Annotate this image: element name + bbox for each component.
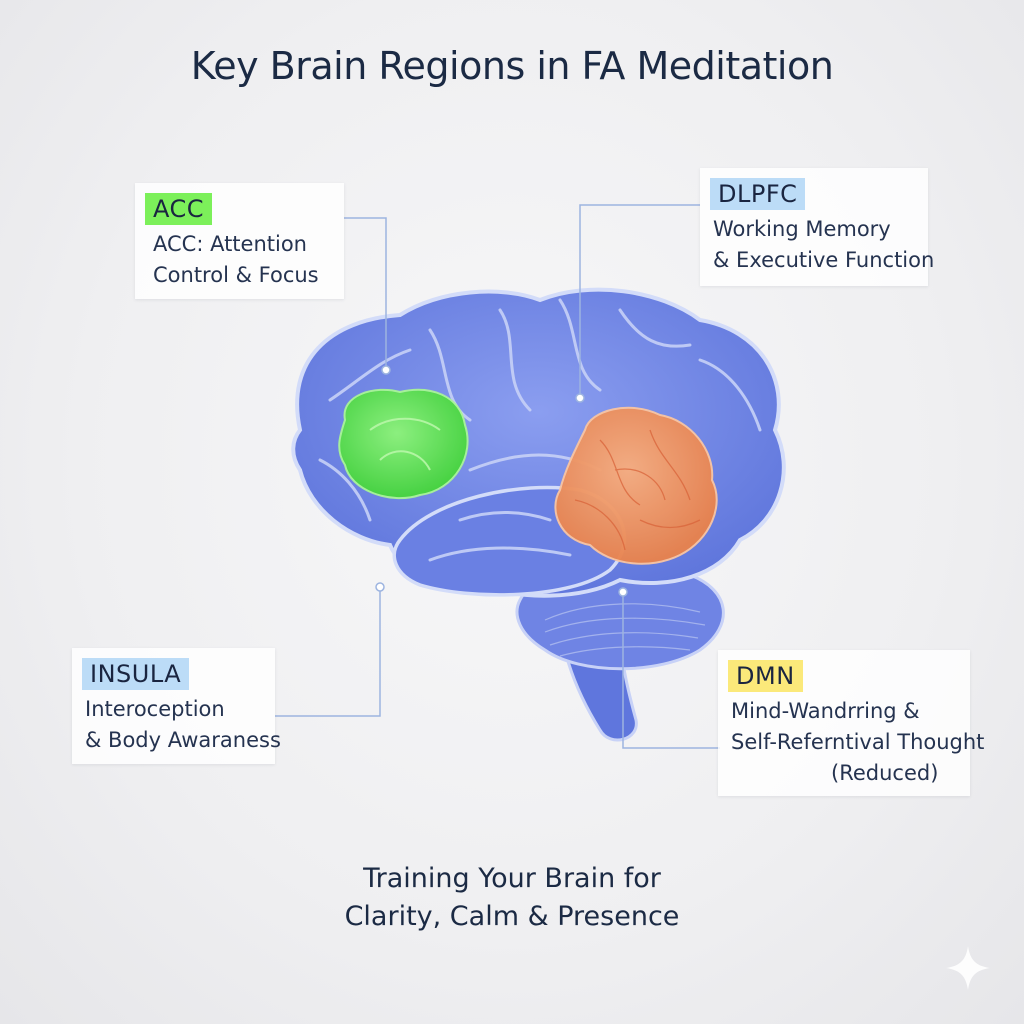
dlpfc-callout: DLPFC Working Memory & Executive Functio…	[700, 168, 935, 286]
insula-callout: INSULA Interoception & Body Awaraness	[72, 648, 281, 764]
dlpfc-region	[554, 406, 718, 565]
insula-description: Interoception & Body Awaraness	[85, 697, 281, 752]
acc-description: ACC: Attention Control & Focus	[153, 232, 319, 287]
dlpfc-tag: DLPFC	[710, 178, 806, 210]
sparkle-icon	[946, 946, 990, 990]
insula-tag: INSULA	[82, 658, 190, 690]
acc-callout: ACC ACC: Attention Control & Focus	[135, 183, 344, 299]
dlpfc-description: Working Memory & Executive Function	[713, 217, 935, 272]
dmn-description: Mind-Wandrring & Self-Referntival Though…	[731, 699, 985, 785]
dmn-tag: DMN	[728, 660, 803, 692]
footer-line-2: Clarity, Calm & Presence	[344, 901, 680, 932]
footer-tagline: Training Your Brain for Clarity, Calm & …	[0, 860, 1024, 936]
acc-region	[338, 388, 469, 500]
acc-tag: ACC	[145, 193, 213, 225]
footer-line-1: Training Your Brain for	[363, 863, 661, 894]
page-title: Key Brain Regions in FA Meditation	[190, 44, 834, 88]
dmn-callout: DMN Mind-Wandrring & Self-Referntival Th…	[718, 650, 985, 796]
